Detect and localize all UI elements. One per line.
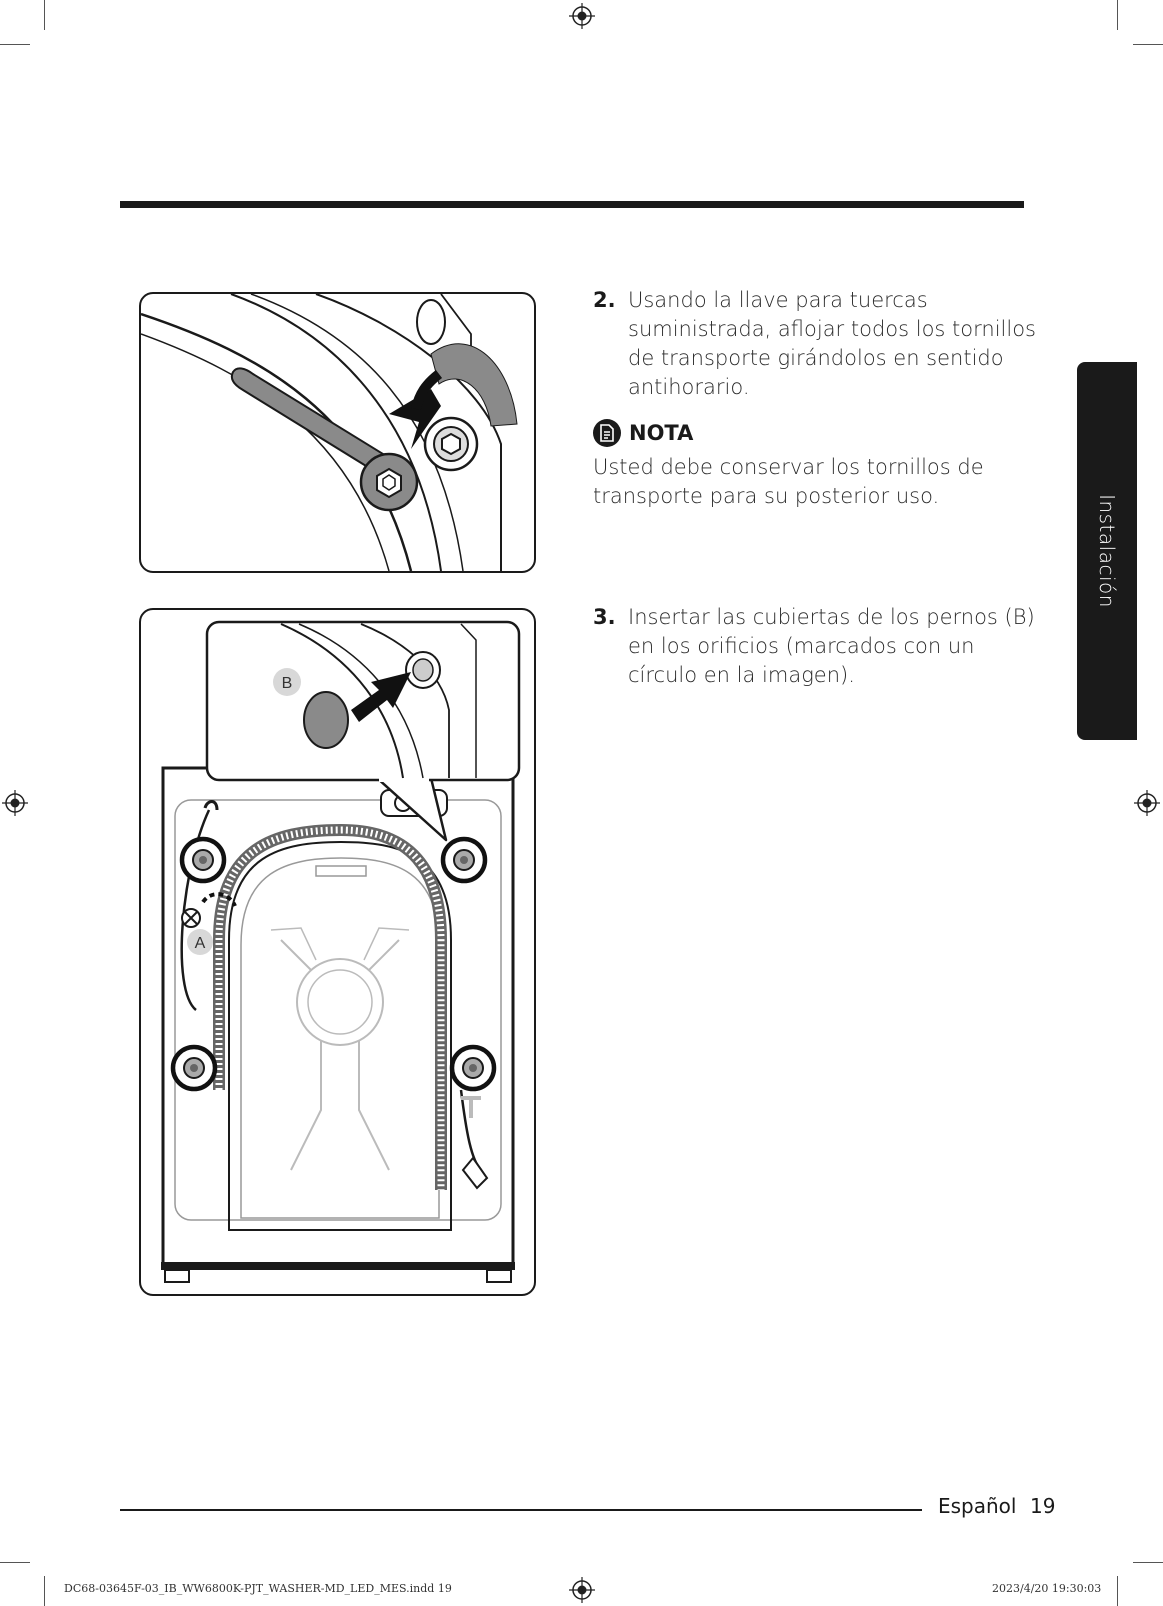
bolt-hole-marker xyxy=(449,1044,497,1092)
crop-mark xyxy=(1117,0,1118,30)
chapter-tab-label: Instalación xyxy=(1095,494,1119,608)
registration-mark-icon xyxy=(569,3,595,29)
section-divider xyxy=(120,201,1024,208)
step-text: Usando la llave para tuercas suministrad… xyxy=(628,288,1036,399)
label-a: A xyxy=(195,935,206,952)
print-slug-file: DC68-03645F-03_IB_WW6800K-PJT_WASHER-MD_… xyxy=(64,1582,452,1595)
crop-mark xyxy=(1133,44,1163,45)
crop-mark xyxy=(0,44,30,45)
footer-divider xyxy=(120,1509,922,1511)
rear-panel-illustration: A B xyxy=(161,620,521,1283)
bolt-hole-marker xyxy=(179,836,227,884)
note-body: Usted debe conservar los tornillos de tr… xyxy=(593,455,984,508)
crop-mark xyxy=(1117,1576,1118,1606)
note-heading: NOTA xyxy=(593,418,693,448)
rear-panel-figure: A B xyxy=(139,608,536,1296)
wrench-figure xyxy=(139,292,536,573)
print-slug-timestamp: 2023/4/20 19:30:03 xyxy=(992,1582,1102,1595)
bolt-hole-marker xyxy=(440,836,488,884)
crop-mark xyxy=(1133,1562,1163,1563)
chapter-tab: Instalación xyxy=(1077,362,1137,740)
page-number: 19 xyxy=(1030,1494,1056,1518)
registration-mark-icon xyxy=(1134,790,1160,816)
crop-mark xyxy=(0,1562,30,1563)
note-title: NOTA xyxy=(629,421,694,445)
note-document-icon xyxy=(593,419,621,447)
step-number: 3. xyxy=(593,605,616,629)
registration-mark-icon xyxy=(2,790,28,816)
footer-language: Español xyxy=(938,1494,1017,1518)
wrench-illustration xyxy=(141,294,518,571)
crop-mark xyxy=(44,1576,45,1606)
label-b: B xyxy=(282,675,293,692)
step-number: 2. xyxy=(593,288,616,312)
bolt-hole-marker xyxy=(170,1044,218,1092)
registration-mark-icon xyxy=(569,1577,595,1603)
step-text: Insertar las cubiertas de los pernos (B)… xyxy=(628,605,1035,687)
crop-mark xyxy=(44,0,45,30)
